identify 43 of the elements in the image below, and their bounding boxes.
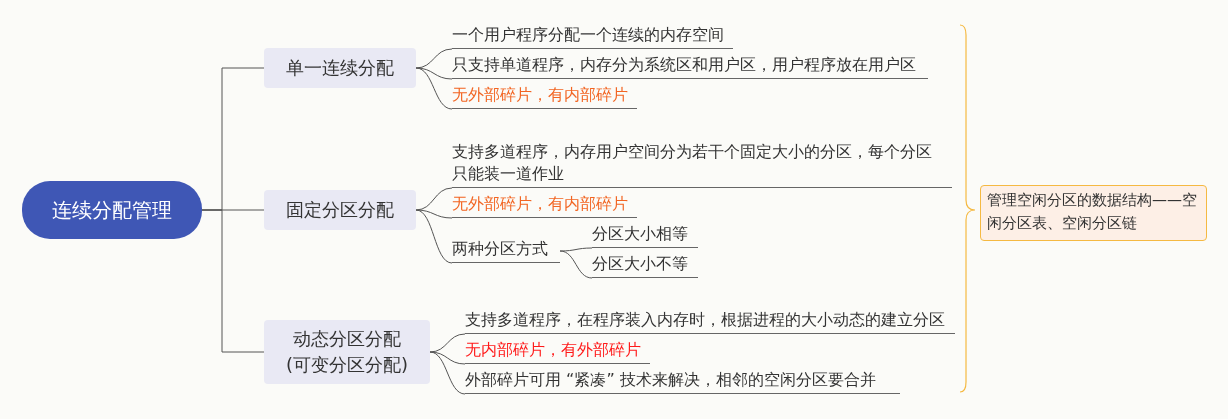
topic-box xyxy=(264,190,416,230)
topic-label: 支持多道程序，内存用户空间分为若干个固定大小的分区，每个分区只能装一道作业 xyxy=(452,141,933,185)
subtopic-text xyxy=(592,224,698,248)
topic-label: 分区大小不等 xyxy=(592,253,689,275)
subtopic-text xyxy=(452,55,928,79)
topic-label: 一个用户程序分配一个连续的内存空间 xyxy=(452,24,725,46)
branch-line xyxy=(559,247,593,252)
topic-label: 只支持单道程序，内存分为系统区和用户区，用户程序放在用户区 xyxy=(452,54,917,76)
branch-line xyxy=(559,250,593,279)
branch-line xyxy=(415,209,453,264)
branch-line xyxy=(415,67,453,80)
topic-label: 外部碎片可用 “紧凑” 技术来解决，相邻的空闲分区要合并 xyxy=(465,369,877,391)
subtopic-text xyxy=(465,310,955,334)
topic-label: 无外部碎片，有内部碎片 xyxy=(452,84,629,106)
subtopic-text xyxy=(465,370,900,394)
topic-label: 动态分区分配 xyxy=(293,327,401,351)
topic-label: 分区大小相等 xyxy=(592,223,689,245)
branch-line xyxy=(429,351,466,365)
topic-label: 无内部碎片，有外部碎片 xyxy=(465,339,642,361)
branch-line xyxy=(429,333,466,353)
branch-line xyxy=(201,209,265,353)
topic-label: 连续分配管理 xyxy=(52,196,172,224)
branch-line xyxy=(415,67,453,110)
subtopic-text xyxy=(452,85,637,109)
subtopic-text xyxy=(452,239,560,263)
topic-label: (可变分区分配) xyxy=(285,353,408,377)
topic-label: 管理空闲分区的数据结构——空闲分区表、空闲分区链 xyxy=(987,190,1198,234)
summary-box xyxy=(980,185,1207,241)
topic-label: 单一连续分配 xyxy=(286,56,394,80)
subtopic-text xyxy=(452,194,637,218)
branch-line xyxy=(429,351,466,395)
topic-box xyxy=(264,48,416,88)
topic-label: 两种分区方式 xyxy=(452,238,549,260)
subtopic-text xyxy=(465,340,650,364)
central-topic xyxy=(22,181,202,239)
subtopic-text xyxy=(452,25,733,49)
branch-line xyxy=(415,48,453,69)
topic-label: 支持多道程序，在程序装入内存时，根据进程的大小动态的建立分区 xyxy=(465,309,946,331)
topic-box xyxy=(264,320,430,384)
topic-label: 固定分区分配 xyxy=(286,198,394,222)
topic-label: 无外部碎片，有内部碎片 xyxy=(452,193,629,215)
subtopic-text xyxy=(592,254,698,278)
branch-line xyxy=(415,209,453,219)
